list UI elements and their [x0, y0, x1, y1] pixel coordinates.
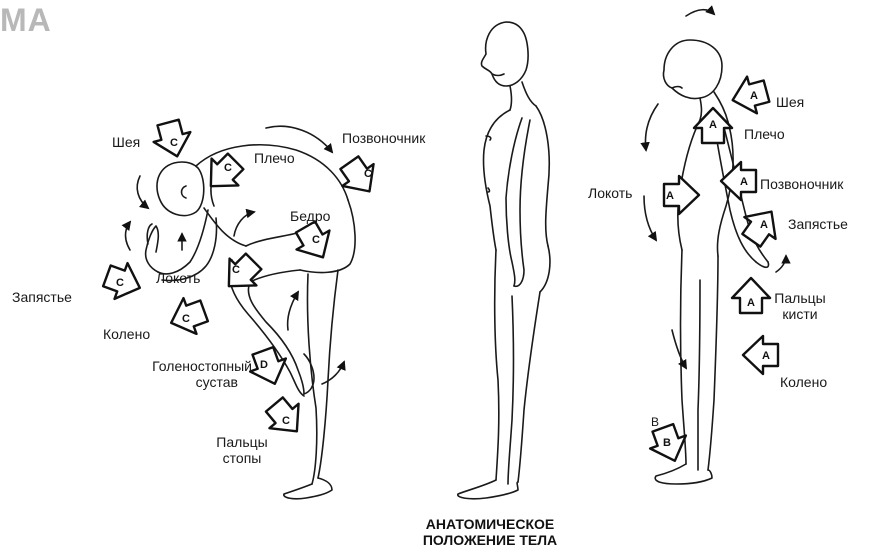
arrow-letter: A [747, 297, 755, 309]
arrow-letter: A [762, 350, 770, 362]
label-elbow-left: Локоть [156, 270, 200, 286]
label-shoulder-right: Плечо [744, 126, 785, 142]
caption-line1: АНАТОМИЧЕСКОЕ [405, 516, 575, 532]
arrow-knee-a [743, 336, 778, 374]
label-fingers-right: Пальцы кисти [772, 290, 828, 322]
label-elbow-right: Локоть [588, 185, 632, 201]
label-neck-left: Шея [112, 134, 140, 150]
label-fingers-line2: кисти [772, 306, 828, 322]
arrow-letter: D [260, 359, 268, 371]
label-spine-left: Позвоночник [342, 130, 425, 146]
label-toes-left: Пальцы стопы [210, 434, 274, 466]
label-spine-right: Позвоночник [760, 176, 843, 192]
arrow-letter: C [116, 277, 124, 289]
label-ankle-left: Голеностопный сустав [114, 358, 252, 390]
arrow-letter: C [224, 162, 232, 174]
arrow-letter: A [740, 176, 748, 188]
label-hip-left: Бедро [290, 208, 330, 224]
label-ankle-line1: Голеностопный [114, 358, 252, 374]
label-wrist-right: Запястье [788, 216, 848, 232]
middle-anatomical-figure [458, 22, 550, 499]
arrow-letter: C [232, 264, 240, 276]
label-knee-left: Колено [103, 326, 150, 342]
arrow-elbow-c [215, 248, 267, 300]
arrow-letter: A [666, 190, 674, 202]
arrow-spine-c [334, 152, 385, 202]
arrow-ankle-d [245, 344, 293, 390]
label-wrist-left: Запястье [12, 289, 72, 305]
label-ankle-line2: сустав [114, 374, 252, 390]
arrow-letter: C [364, 168, 372, 180]
arrow-letter: C [170, 137, 178, 149]
label-fingers-line1: Пальцы [772, 290, 828, 306]
label-toes-line2: стопы [210, 450, 274, 466]
label-neck-right: Шея [776, 94, 804, 110]
anatomical-position-caption: АНАТОМИЧЕСКОЕ ПОЛОЖЕНИЕ ТЕЛА [405, 516, 575, 548]
arrow-letter: A [760, 219, 768, 231]
arrow-letter: B [663, 437, 671, 449]
arrow-letter: A [709, 119, 717, 131]
label-foot-marker-right: B [651, 414, 659, 430]
label-shoulder-left: Плечо [254, 150, 295, 166]
arrow-letter: C [282, 415, 290, 427]
arrow-letter: A [750, 90, 758, 102]
arrow-letter: C [182, 313, 190, 325]
label-knee-right: Колено [780, 374, 827, 390]
caption-line2: ПОЛОЖЕНИЕ ТЕЛА [405, 532, 575, 548]
label-toes-line1: Пальцы [210, 434, 274, 450]
arrow-letter: C [312, 234, 320, 246]
